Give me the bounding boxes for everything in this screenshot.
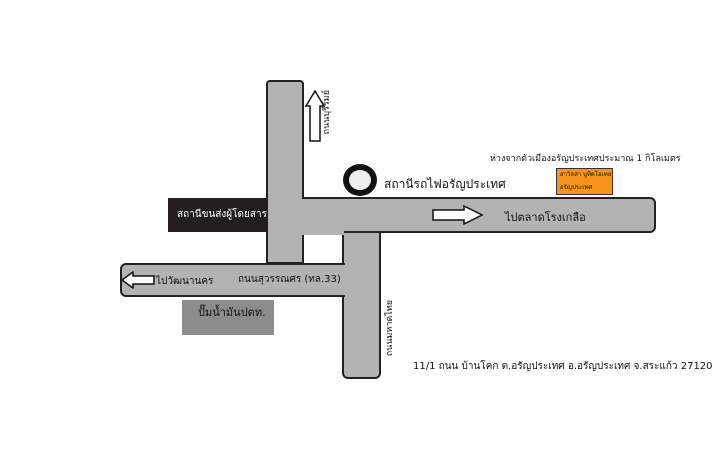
- hotel-box: [556, 168, 613, 195]
- to-watthana-label: ไปวัฒนานคร: [156, 276, 214, 287]
- arrow-right-icon: [432, 205, 484, 225]
- arrow-left-icon: [121, 271, 155, 289]
- address-text: 11/1 ถนน บ้านโคก ต.อรัญประเทศ อ.อรัญประเ…: [413, 361, 713, 372]
- hotel-label-line2: อรัญประเทศ: [560, 184, 593, 191]
- main-road-label: ถนนสุวรรณศร (ทล.33): [238, 274, 341, 285]
- train-station-icon: [343, 164, 377, 196]
- distance-note: ห่างจากตัวเมืองอรัญประเทศประมาณ 1 กิโลเม…: [490, 154, 681, 164]
- bus-station-box: [168, 198, 266, 232]
- north-road-label: ถนนบุรีรัมย์: [322, 90, 332, 135]
- bus-station-label: สถานีขนส่งผู้โดยสาร: [177, 209, 267, 220]
- road-junction-fill: [302, 231, 344, 235]
- arrow-up-icon: [305, 90, 325, 142]
- south-road-label: ถนนมหาดไทย: [385, 300, 395, 357]
- road-west-horizontal: [120, 263, 345, 297]
- train-station-label: สถานีรถไฟอรัญประเทศ: [384, 177, 506, 191]
- road-junction-fill-2: [343, 265, 347, 295]
- hotel-label-line1: สาวิลล่า บูทีคโฮเทล: [560, 171, 612, 178]
- road-east-horizontal: [302, 197, 656, 233]
- to-market-label: ไปตลาดโรงเกลือ: [505, 211, 586, 224]
- gas-station-box: [182, 300, 274, 335]
- road-south-vertical: [342, 231, 381, 379]
- gas-station-label: ปั๊มน้ำมันปตท.: [198, 306, 266, 319]
- road-north-vertical: [266, 80, 304, 264]
